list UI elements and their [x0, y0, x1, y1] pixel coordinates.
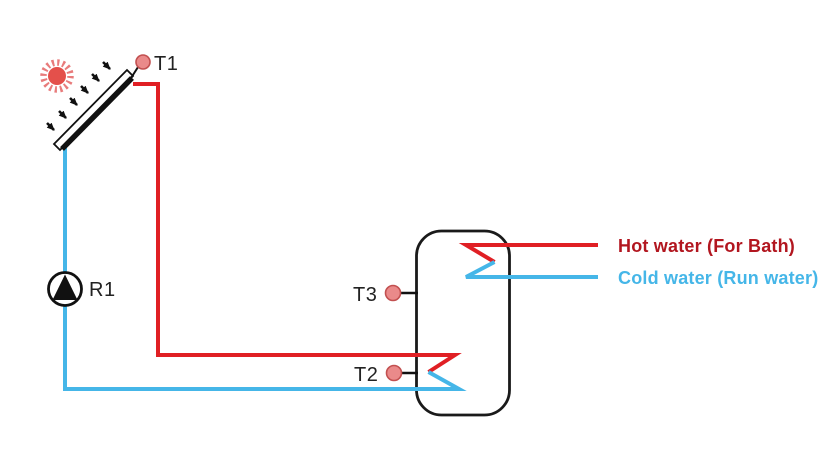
collector-absorber: [60, 76, 134, 151]
heat-exchanger-coil-top-hot: [458, 243, 598, 264]
hot-pipe-collector-to-tank: [133, 82, 462, 374]
temperature-sensor-dot: [135, 54, 151, 70]
heat-exchanger-coil-top-cold: [465, 260, 598, 279]
sun-icon: [40, 59, 74, 93]
pump-icon: R1: [47, 271, 116, 307]
sensor-t1: T1: [135, 53, 178, 75]
legend-hot-water-label: Hot water (For Bath): [618, 236, 795, 256]
sensor-t3-label: T3: [353, 284, 377, 306]
sun-core: [48, 67, 66, 85]
solar-collector-panel: [52, 63, 141, 152]
collector-glass: [52, 68, 135, 152]
legend-cold-water-label: Cold water (Run water): [618, 268, 818, 288]
temperature-sensor-dot: [384, 284, 402, 302]
sensor-t2-label: T2: [354, 364, 378, 386]
sun-arrows-icon: [46, 61, 111, 131]
pump-impeller-triangle: [52, 274, 78, 300]
cold-pipe-tank-to-collector: [63, 148, 467, 391]
sensor-t2: T2: [354, 364, 418, 386]
temperature-sensor-dot: [385, 364, 403, 382]
sun-rays: [40, 59, 74, 93]
pump-label: R1: [89, 279, 116, 301]
sensor-t3: T3: [353, 284, 418, 306]
sensor-t1-label: T1: [154, 53, 178, 75]
